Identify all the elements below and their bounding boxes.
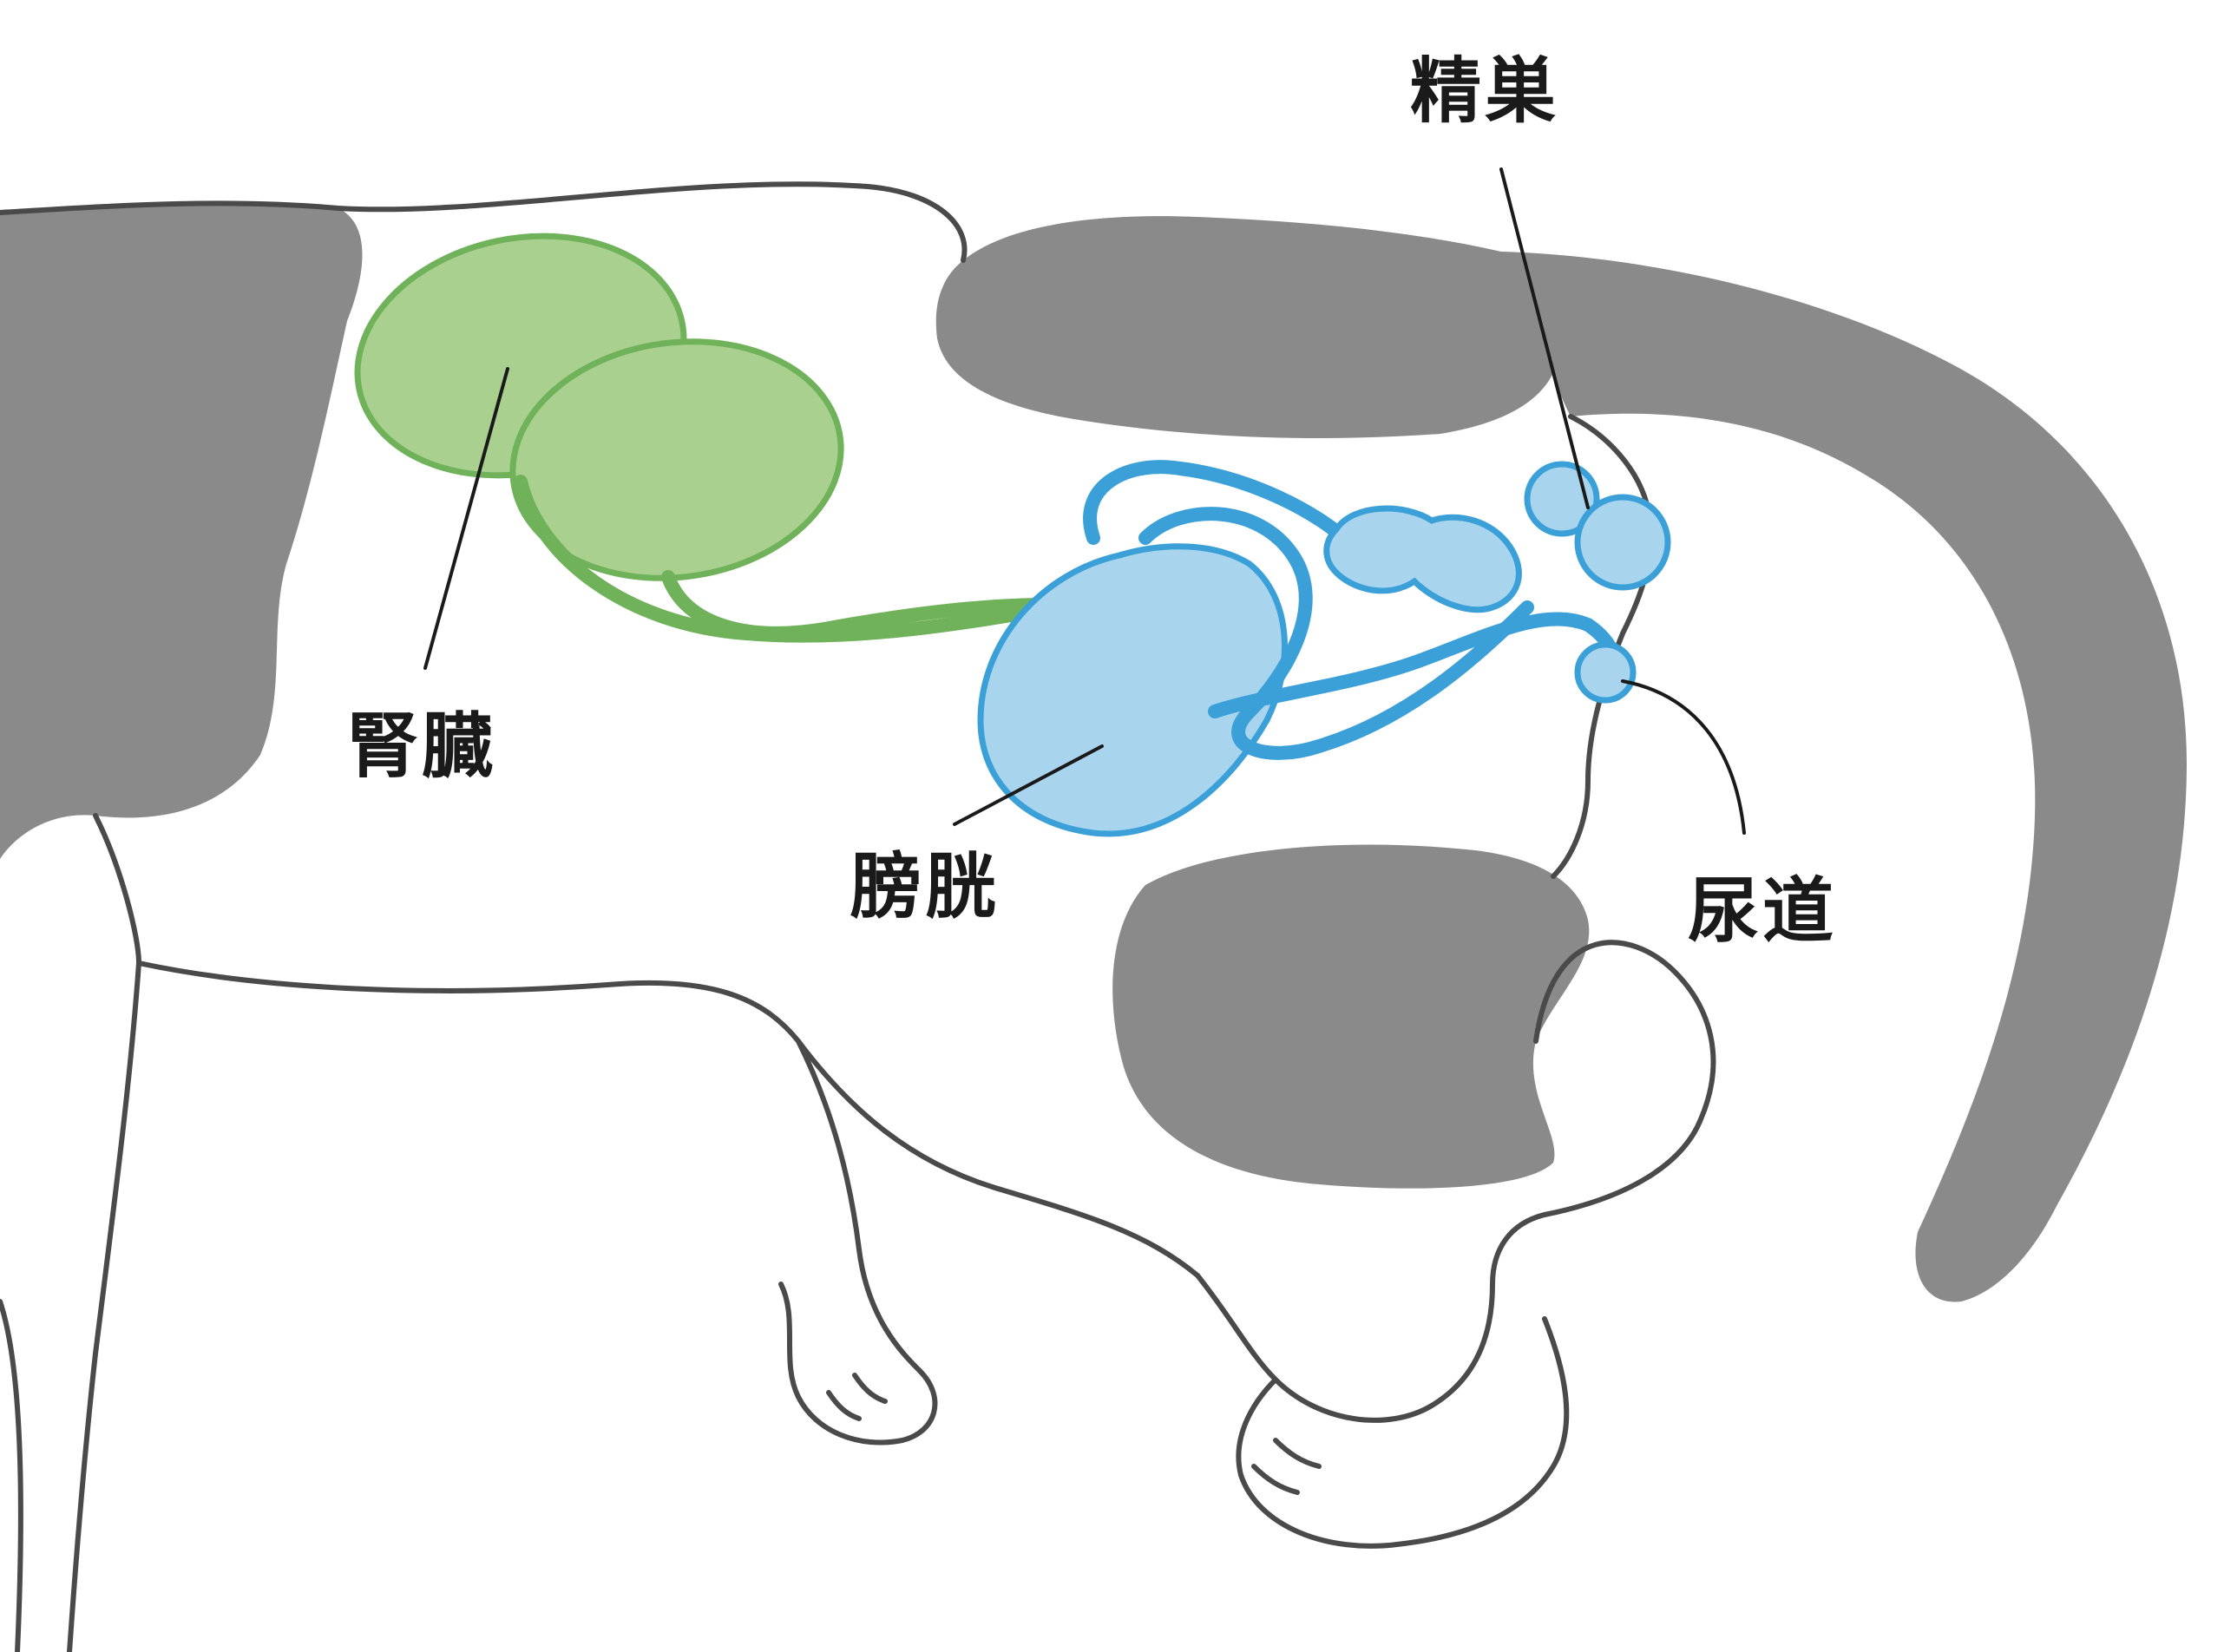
leader-kidney [423, 367, 509, 670]
urethra-opening [1574, 641, 1637, 704]
leader-lines [423, 167, 1746, 835]
front-paw-toe-lines [826, 1373, 888, 1421]
kidney-right [509, 338, 844, 581]
bladder-label: 膀胱 [850, 846, 1000, 928]
urethra-loop-upper [1083, 460, 1361, 554]
front-leg-outline [67, 813, 141, 1652]
leader-bladder [953, 744, 1104, 826]
kidney-label: 腎臓 [347, 705, 497, 788]
hind-leg-outline [1195, 940, 1716, 1423]
fur-patches [0, 203, 2187, 1302]
hind-paw-outline [1236, 1316, 1570, 1549]
urethra-label: 尿道 [1688, 870, 1838, 953]
urethra-loop-middle [1138, 507, 1534, 760]
urinary-group [977, 460, 1671, 837]
accessory-gland [1323, 505, 1522, 613]
testis-main [1574, 494, 1671, 591]
leader-testis [1499, 167, 1590, 509]
shoulder-fur-patch [0, 203, 363, 859]
body-outline [0, 181, 1716, 1652]
back-fur-patch [935, 216, 1556, 438]
front-paw-outline [778, 1039, 938, 1446]
bladder [977, 543, 1288, 837]
belly-outline [136, 960, 1200, 1278]
back-outline [0, 181, 968, 263]
testis-label: 精巣 [1410, 50, 1560, 133]
front-leg-back-outline [0, 1299, 23, 1652]
hind-paw-toe-lines [1251, 1438, 1322, 1495]
thigh-fur-patch [1112, 844, 1590, 1189]
testis-upper [1524, 461, 1600, 537]
tail [1501, 252, 2187, 1302]
rear-outline [1551, 414, 1654, 879]
leader-urethra [1621, 679, 1746, 835]
